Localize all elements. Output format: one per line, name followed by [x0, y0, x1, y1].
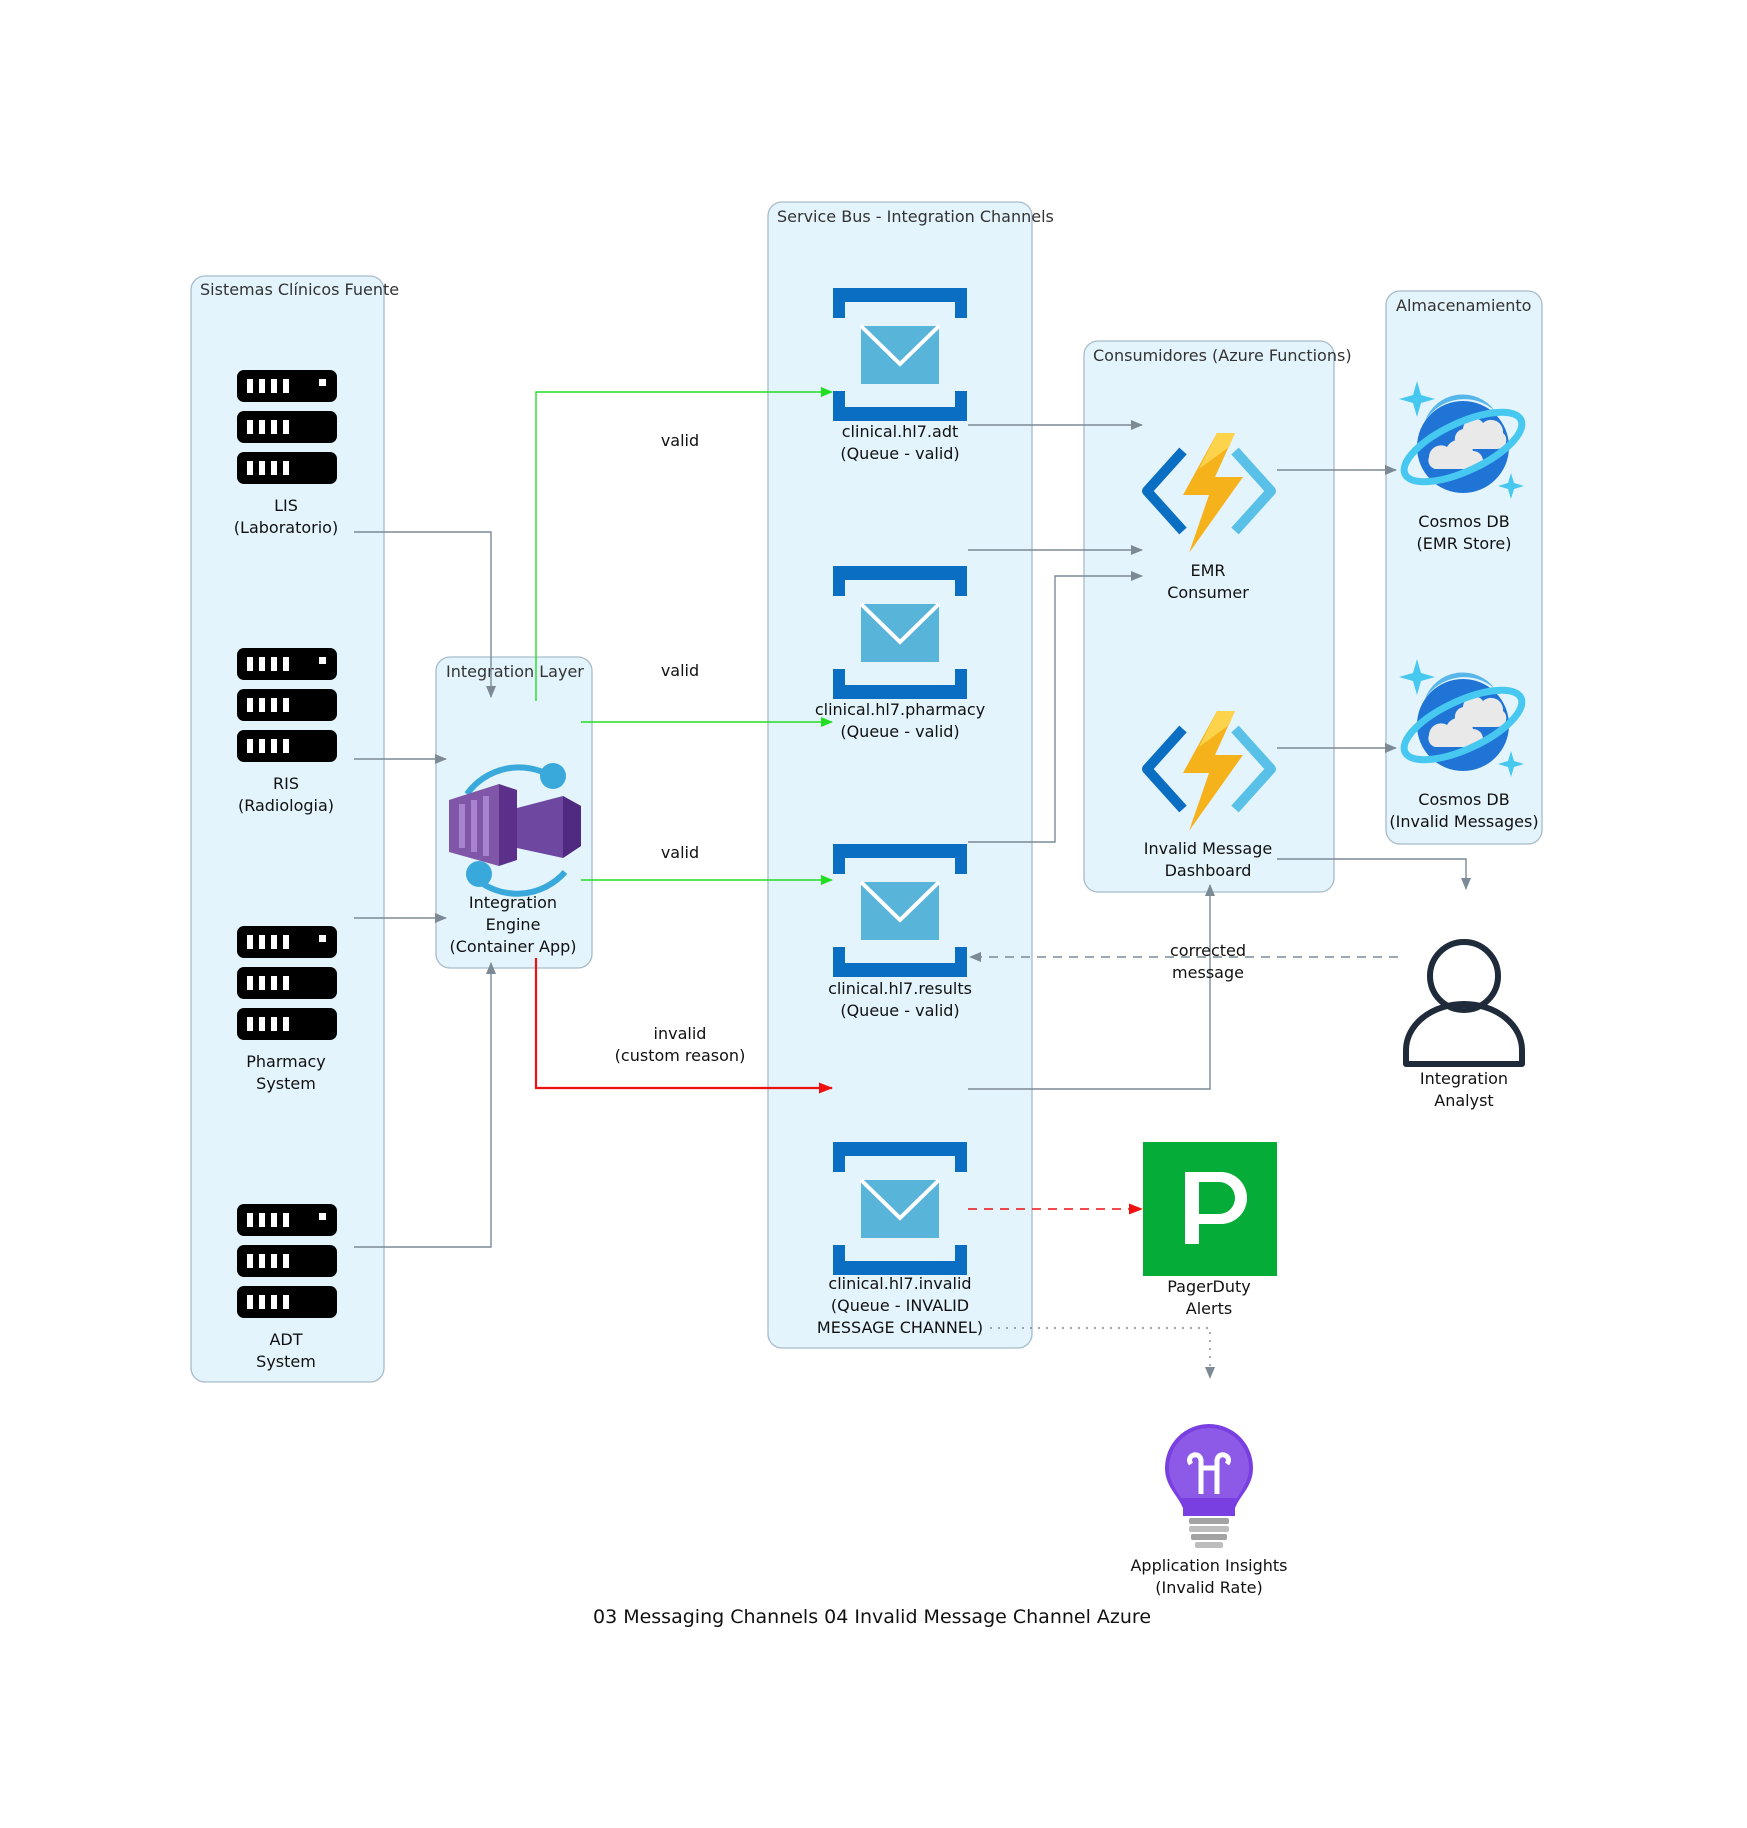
- svg-text:System: System: [256, 1352, 316, 1371]
- svg-text:(Invalid Rate): (Invalid Rate): [1155, 1578, 1262, 1597]
- svg-text:Integration: Integration: [1420, 1069, 1508, 1088]
- node-pharmacy-system: Pharmacy System: [237, 926, 337, 1093]
- node-queue-results: clinical.hl7.results (Queue - valid): [828, 842, 972, 1020]
- cluster-consumidores: Consumidores (Azure Functions): [1083, 340, 1352, 893]
- edge-label-corrected-1: corrected: [1170, 941, 1246, 960]
- svg-text:Invalid Message: Invalid Message: [1144, 839, 1272, 858]
- cluster-storage-label: Almacenamiento: [1396, 296, 1531, 315]
- svg-text:clinical.hl7.adt: clinical.hl7.adt: [842, 422, 959, 441]
- edge-label-invalid-2: (custom reason): [615, 1046, 746, 1065]
- svg-text:(Queue - valid): (Queue - valid): [840, 1001, 959, 1020]
- svg-text:clinical.hl7.results: clinical.hl7.results: [828, 979, 972, 998]
- server-rack-icon: [237, 1204, 337, 1318]
- cluster-sistemas-clinicos: Sistemas Clínicos Fuente: [190, 275, 399, 1383]
- svg-text:Alerts: Alerts: [1186, 1299, 1232, 1318]
- application-insights-icon: [1165, 1424, 1253, 1548]
- svg-text:LIS: LIS: [274, 496, 298, 515]
- svg-text:RIS: RIS: [273, 774, 299, 793]
- svg-text:PagerDuty: PagerDuty: [1167, 1277, 1251, 1296]
- server-rack-icon: [237, 370, 337, 484]
- svg-text:MESSAGE CHANNEL): MESSAGE CHANNEL): [817, 1318, 983, 1337]
- svg-text:EMR: EMR: [1190, 561, 1225, 580]
- edge-dashboard-analyst: [1277, 858, 1471, 890]
- pagerduty-icon: [1143, 1142, 1277, 1276]
- node-emr-consumer: EMR Consumer: [1147, 433, 1271, 602]
- svg-text:(Container App): (Container App): [449, 937, 576, 956]
- svg-text:System: System: [256, 1074, 316, 1093]
- node-pagerduty-alerts: PagerDuty Alerts: [1143, 1142, 1277, 1318]
- node-queue-adt: clinical.hl7.adt (Queue - valid): [831, 286, 969, 463]
- svg-text:Pharmacy: Pharmacy: [246, 1052, 326, 1071]
- edge-adt-engine: [354, 962, 496, 1248]
- edge-label-invalid-1: invalid: [654, 1024, 707, 1043]
- edge-invalid-queue-insights: [990, 1327, 1215, 1379]
- svg-text:Application Insights: Application Insights: [1130, 1556, 1287, 1575]
- svg-text:Cosmos DB: Cosmos DB: [1418, 790, 1509, 809]
- server-rack-icon: [237, 648, 337, 762]
- svg-text:Consumer: Consumer: [1167, 583, 1249, 602]
- node-integration-analyst: Integration Analyst: [1406, 942, 1522, 1110]
- user-icon: [1406, 942, 1522, 1064]
- svg-text:Engine: Engine: [486, 915, 541, 934]
- svg-text:Cosmos DB: Cosmos DB: [1418, 512, 1509, 531]
- node-ris: RIS (Radiologia): [237, 648, 337, 815]
- cluster-sources-label: Sistemas Clínicos Fuente: [200, 280, 399, 299]
- diagram-title: 03 Messaging Channels 04 Invalid Message…: [593, 1606, 1151, 1628]
- svg-text:Integration: Integration: [469, 893, 557, 912]
- server-rack-icon: [237, 926, 337, 1040]
- svg-text:(Queue - valid): (Queue - valid): [840, 444, 959, 463]
- cluster-service-bus: Service Bus - Integration Channels: [767, 201, 1054, 1349]
- edge-engine-adt-queue: [535, 387, 833, 701]
- cluster-consumers-label: Consumidores (Azure Functions): [1093, 346, 1352, 365]
- node-queue-pharmacy: clinical.hl7.pharmacy (Queue - valid): [815, 564, 985, 741]
- edge-engine-invalid-queue: [534, 958, 833, 1094]
- node-queue-invalid: clinical.hl7.invalid (Queue - INVALID ME…: [817, 1140, 983, 1337]
- svg-text:clinical.hl7.pharmacy: clinical.hl7.pharmacy: [815, 700, 985, 719]
- cluster-integration-label: Integration Layer: [446, 662, 584, 681]
- svg-text:clinical.hl7.invalid: clinical.hl7.invalid: [828, 1274, 971, 1293]
- node-cosmos-invalid: Cosmos DB (Invalid Messages): [1389, 659, 1539, 831]
- svg-text:(Laboratorio): (Laboratorio): [234, 518, 338, 537]
- edge-lis-engine: [354, 531, 496, 698]
- svg-text:Analyst: Analyst: [1434, 1091, 1493, 1110]
- svg-text:(Queue - INVALID: (Queue - INVALID: [831, 1296, 969, 1315]
- svg-text:(Queue - valid): (Queue - valid): [840, 722, 959, 741]
- svg-text:(Radiologia): (Radiologia): [238, 796, 334, 815]
- edge-label-corrected-2: message: [1172, 963, 1244, 982]
- node-invalid-message-dashboard: Invalid Message Dashboard: [1144, 711, 1272, 880]
- svg-text:ADT: ADT: [269, 1330, 302, 1349]
- node-lis: LIS (Laboratorio): [234, 370, 338, 537]
- node-integration-engine: Integration Engine (Container App): [449, 763, 581, 956]
- edge-label-valid-results: valid: [661, 843, 699, 862]
- edge-invalid-queue-dashboard: [968, 884, 1215, 1090]
- edge-label-valid-pharmacy: valid: [661, 661, 699, 680]
- node-adt-system: ADT System: [237, 1204, 337, 1371]
- node-application-insights: Application Insights (Invalid Rate): [1130, 1424, 1288, 1597]
- node-cosmos-emr: Cosmos DB (EMR Store): [1395, 381, 1531, 553]
- svg-text:Dashboard: Dashboard: [1165, 861, 1252, 880]
- edge-results-queue-emr: [968, 571, 1143, 843]
- edges: [354, 387, 1471, 1379]
- cluster-servicebus-label: Service Bus - Integration Channels: [777, 207, 1054, 226]
- svg-text:(EMR Store): (EMR Store): [1417, 534, 1512, 553]
- svg-text:(Invalid Messages): (Invalid Messages): [1389, 812, 1538, 831]
- edge-label-valid-adt: valid: [661, 431, 699, 450]
